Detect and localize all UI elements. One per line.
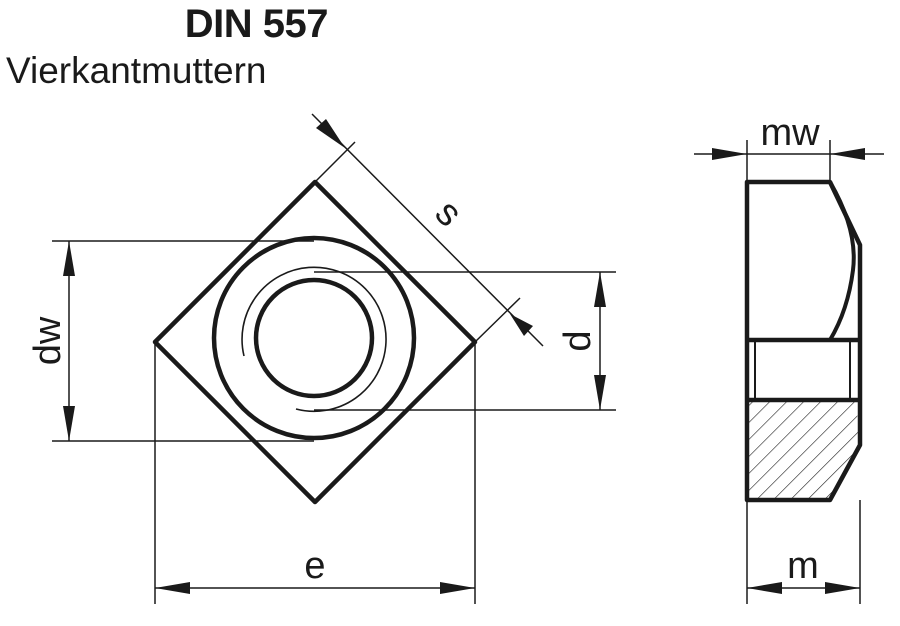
dimension-m xyxy=(746,500,861,604)
label-mw: mw xyxy=(760,112,820,154)
dimension-e xyxy=(154,342,476,604)
chamfer-curve xyxy=(828,180,856,342)
side-view xyxy=(744,179,863,503)
washer-face-circle xyxy=(211,235,417,441)
label-dw: dw xyxy=(27,316,69,365)
dimension-dw xyxy=(52,240,314,442)
dimension-d xyxy=(314,271,616,411)
label-d: d xyxy=(557,330,599,351)
label-e: e xyxy=(304,545,325,587)
drawing-title: DIN 557 xyxy=(184,2,329,46)
dimension-s xyxy=(311,113,544,347)
front-view xyxy=(152,179,478,505)
thread-bore-circle xyxy=(253,277,375,399)
thread-outer-arc xyxy=(241,266,387,413)
nut-square-outline xyxy=(152,179,478,505)
label-m: m xyxy=(787,545,819,587)
section-hatching xyxy=(747,400,858,500)
label-s: s xyxy=(427,192,470,235)
drawing-subtitle: Vierkantmuttern xyxy=(6,50,267,91)
dimension-mw xyxy=(694,140,884,182)
